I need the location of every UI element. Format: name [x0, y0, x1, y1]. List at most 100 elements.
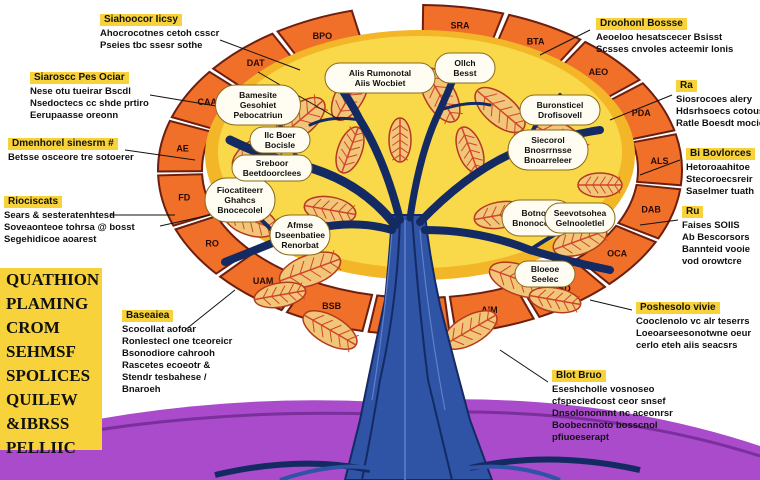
leader-line: [609, 94, 673, 121]
callout-heading: Droohonl Bossse: [596, 18, 687, 30]
inner-label-text: Bloeoe: [531, 264, 560, 274]
callout-line: Eerupaasse oreonn: [30, 110, 119, 121]
callout-line: Ronlestecl one tceoreicr: [122, 336, 233, 347]
inner-label-text: Bnosrrnsse: [524, 145, 572, 155]
callout-line: Sears & sesteratenhtesd: [4, 210, 115, 221]
big-box-line: QUILEW: [6, 390, 78, 409]
leaf: [474, 86, 528, 136]
ring-segment-label: AEO: [589, 67, 609, 77]
callout-line: Scocollat aofoar: [122, 324, 196, 335]
big-yellow-box: QUATHION PLAMING CROM SEHMSF SPOLICES QU…: [0, 268, 102, 457]
callout-line: Siosrocoes alery: [676, 94, 753, 105]
leaf: [335, 126, 366, 174]
inner-label-text: Alis Rumonotal: [349, 68, 411, 78]
inner-label-text: Bocisle: [265, 140, 296, 150]
callout-line: Stendr tesbahese /: [122, 372, 207, 383]
leader-line: [639, 159, 681, 176]
ring-segment-label: DAT: [247, 58, 265, 68]
callout-line: Ab Bescorsors: [682, 232, 750, 243]
inner-label-text: Pebocatriun: [233, 110, 282, 120]
inner-label-text: Ilc Boer: [264, 130, 296, 140]
ring-segment-label: OCA: [607, 249, 628, 259]
ring-segment-label: AE: [176, 144, 189, 154]
callout-line: Rascetes ecoeotr &: [122, 360, 211, 371]
ring-segment-label: FD: [178, 192, 190, 202]
ring-segment: [631, 133, 683, 187]
big-box-line: SPOLICES: [6, 366, 91, 385]
callout-line: Betsse osceore tre sotoerer: [8, 152, 134, 163]
inner-label-text: Fiocatiteerr: [217, 185, 264, 195]
leader-line: [124, 149, 196, 161]
leader-line: [539, 29, 591, 56]
big-box-line: QUATHION: [6, 270, 100, 289]
leader-line: [499, 349, 549, 383]
big-box-line: CROM: [6, 318, 60, 337]
inner-label-text: Botnorti: [521, 208, 554, 218]
callout-heading: Ra: [676, 80, 697, 92]
callout-line: Eseshcholle vosnoseo: [552, 384, 655, 395]
callout-line: pfiuoeserapt: [552, 432, 610, 443]
inner-label-text: Beetdoorclees: [243, 168, 302, 178]
ring-segment-label: BSB: [322, 301, 342, 311]
inner-label-text: Afmse: [287, 220, 313, 230]
ring-segment-label: RO: [205, 238, 219, 248]
callout-heading: Baseaiea: [122, 310, 174, 322]
ring-segment-label: DAB: [641, 204, 661, 214]
callout-line: Stecoroecsreir: [686, 174, 753, 185]
callout-line: Nsedoctecs cc shde prtiro: [30, 98, 149, 109]
callout-line: Saselmer tuath: [686, 186, 755, 197]
leader-line: [257, 71, 341, 121]
callout-line: cerlo eteh aiis seacsrs: [636, 340, 738, 351]
callout-line: Faises SOIIS: [682, 220, 740, 231]
callout: Dmenhorel sinesrm #Betsse osceore tre so…: [8, 138, 134, 164]
inner-label-text: Ollch: [454, 58, 475, 68]
callout-line: Aeoeloo hesatscecer Bsisst: [596, 32, 723, 43]
big-box-line: SEHMSF: [6, 342, 76, 361]
callout-line: Segehidicoe aoarest: [4, 234, 97, 245]
callout-line: Boobecnnoto bosscnol: [552, 420, 658, 431]
inner-label-text: Renorbat: [281, 240, 318, 250]
leaf: [577, 172, 623, 198]
callout-heading: Riociscats: [4, 196, 63, 208]
inner-label-text: Dseenbatiee: [275, 230, 325, 240]
leader-line: [639, 219, 679, 226]
leaf: [253, 281, 307, 309]
callout-heading: Poshesolo vivie: [636, 302, 720, 314]
inner-label-text: Bnonocoteel: [512, 218, 563, 228]
ring-segment-label: SRA: [451, 21, 471, 31]
callout-line: Cooclenolo vc alr teserrs: [636, 316, 750, 327]
callout-heading: Siahoocor Iicsy: [100, 14, 182, 26]
leader-line: [219, 39, 301, 71]
callout-line: Ahocrocotnes cetoh csscr: [100, 28, 220, 39]
leaf: [455, 126, 486, 174]
callout-line: Loeoarseesonotwne oeur: [636, 328, 752, 339]
inner-label-text: Seevotsohea: [554, 208, 607, 218]
callout-line: Bannteid vooie: [682, 244, 751, 255]
callout-line: Nese otu tueirar Bscdl: [30, 86, 131, 97]
inner-label-text: Bnoarreleer: [524, 155, 572, 165]
big-box-line: &IBRSS: [6, 414, 70, 433]
callout-line: Hetoroaahitoe: [686, 162, 750, 173]
ring-segment-label: UAM: [253, 276, 274, 286]
callout-line: Dnsolononnnt nc aceonrsr: [552, 408, 673, 419]
callout-line: Ratle Boesdt mocie: [676, 118, 760, 129]
ring-segment-label: PDA: [632, 108, 652, 118]
ring-segment: [616, 183, 682, 240]
callout-heading: Siaroscc Pes Ociar: [30, 72, 129, 84]
